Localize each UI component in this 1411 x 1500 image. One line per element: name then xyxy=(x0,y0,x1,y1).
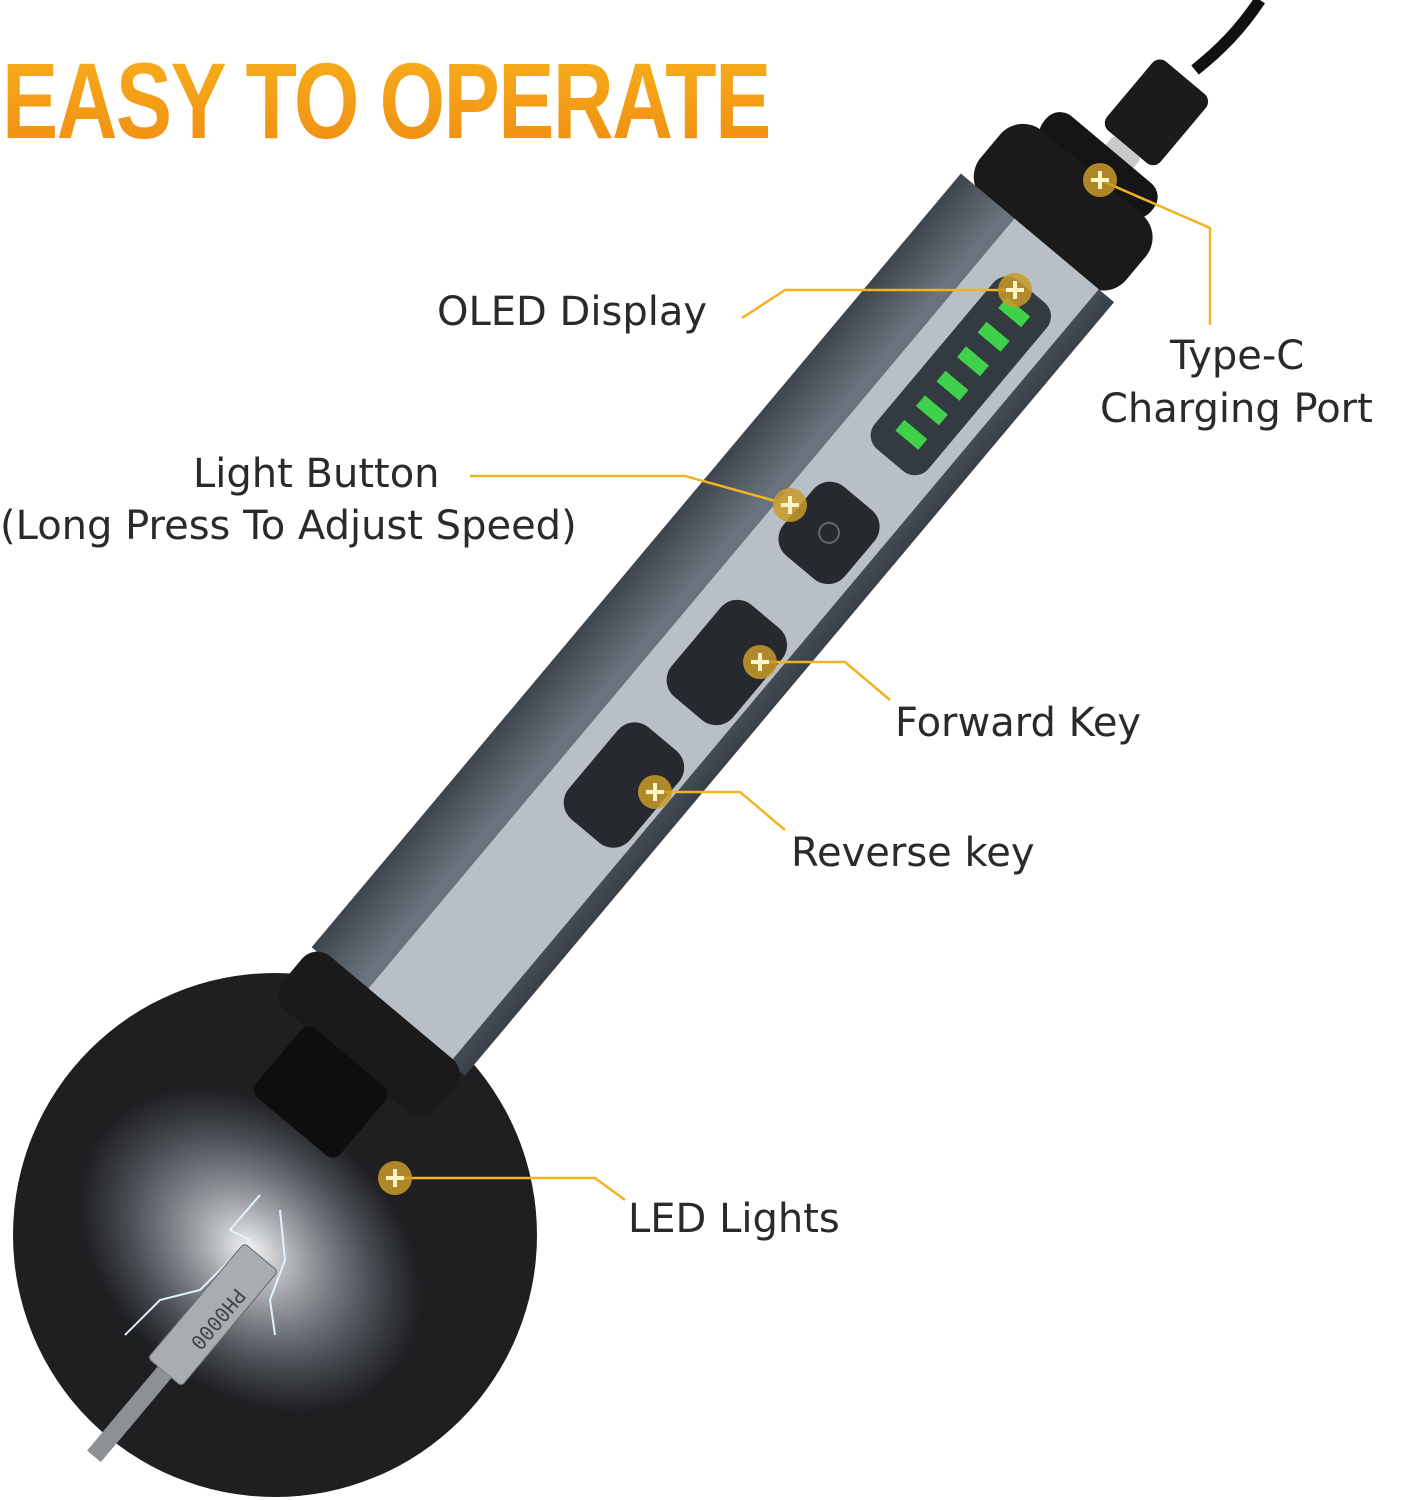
forward-key xyxy=(666,599,788,726)
battery-bar xyxy=(895,419,928,450)
plus-marker-icon xyxy=(638,775,672,809)
label-reverse-key: Reverse key xyxy=(791,830,1035,876)
battery-bar xyxy=(957,346,990,377)
battery-bars xyxy=(895,297,1031,450)
callout-lines xyxy=(395,178,1212,1202)
plus-marker-icon xyxy=(378,1161,412,1195)
oled-display xyxy=(870,276,1051,476)
reverse-key xyxy=(563,722,685,848)
label-oled-display: OLED Display xyxy=(437,289,707,335)
plus-marker-icon xyxy=(1083,163,1117,197)
screwdriver-body xyxy=(253,112,1158,1158)
callout-markers xyxy=(378,163,1117,1195)
label-light-button: Light Button xyxy=(193,451,440,497)
plus-marker-icon xyxy=(773,488,807,522)
label-light-button-note: (Long Press To Adjust Speed) xyxy=(0,503,577,549)
page-title: EASY TO OPERATE xyxy=(2,40,771,161)
plus-marker-icon xyxy=(743,645,777,679)
label-led-lights: LED Lights xyxy=(628,1196,840,1242)
battery-bar xyxy=(998,297,1031,328)
battery-bar xyxy=(977,321,1010,352)
label-forward-key: Forward Key xyxy=(895,700,1142,746)
label-type-c-2: Charging Port xyxy=(1100,386,1373,432)
plus-marker-icon xyxy=(998,273,1032,307)
usb-cable xyxy=(1191,0,1265,75)
label-type-c-1: Type-C xyxy=(1170,333,1305,379)
battery-bar xyxy=(936,370,969,401)
battery-bar xyxy=(915,395,948,426)
